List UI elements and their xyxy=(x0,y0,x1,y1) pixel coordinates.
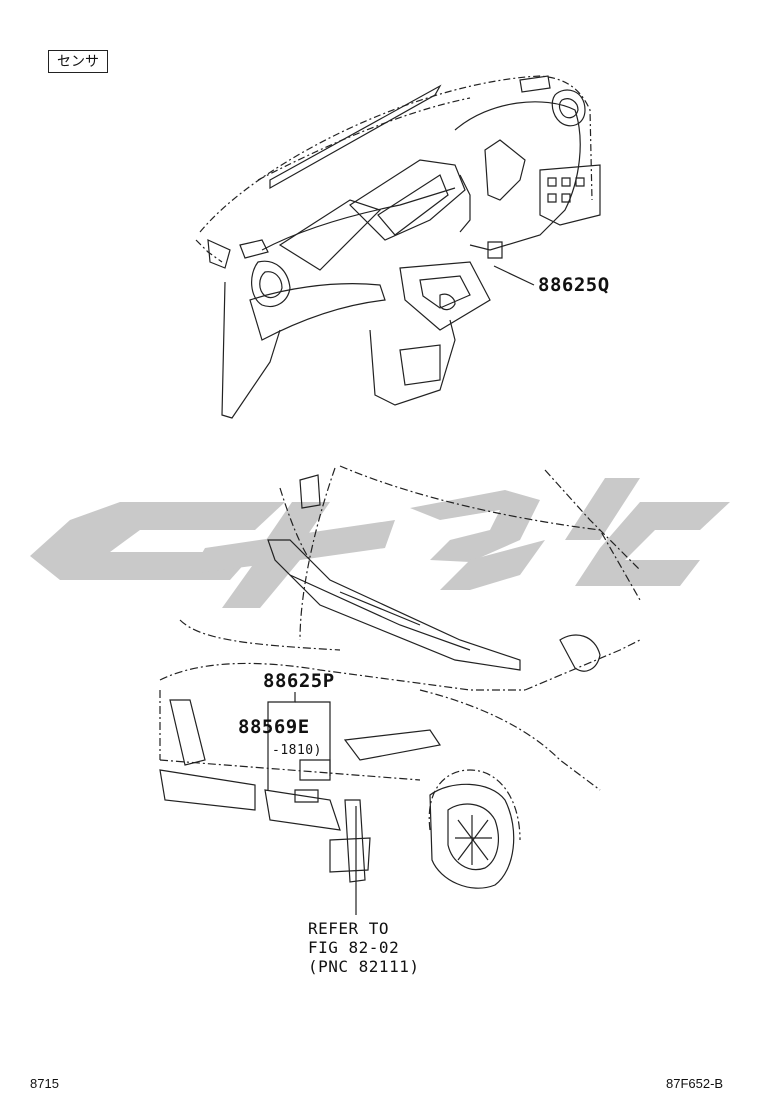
dashboard-body xyxy=(207,75,601,419)
part-number-88625p[interactable]: 88625P xyxy=(263,670,335,692)
refer-to-note[interactable]: REFER TO FIG 82-02 (PNC 82111) xyxy=(308,919,419,976)
watermark-logo xyxy=(30,478,730,608)
refer-line-2: FIG 82-02 xyxy=(308,938,400,957)
section-tag: センサ xyxy=(48,50,108,73)
footer-left-code: 8715 xyxy=(30,1076,59,1091)
part-applicability-note: -1810) xyxy=(272,743,322,758)
footer-figure-id: 87F652-B xyxy=(666,1076,724,1091)
part-number-88569e[interactable]: 88569E xyxy=(238,716,310,738)
refer-line-3: (PNC 82111) xyxy=(308,957,420,976)
part-number-88625q[interactable]: 88625Q xyxy=(538,274,610,296)
refer-line-1: REFER TO xyxy=(308,919,390,938)
dashboard-assembly xyxy=(195,75,593,263)
leader-lines-front xyxy=(267,692,357,915)
front-car-body xyxy=(159,465,641,841)
front-car-details xyxy=(159,474,601,889)
leader-line-88625q xyxy=(493,265,535,286)
